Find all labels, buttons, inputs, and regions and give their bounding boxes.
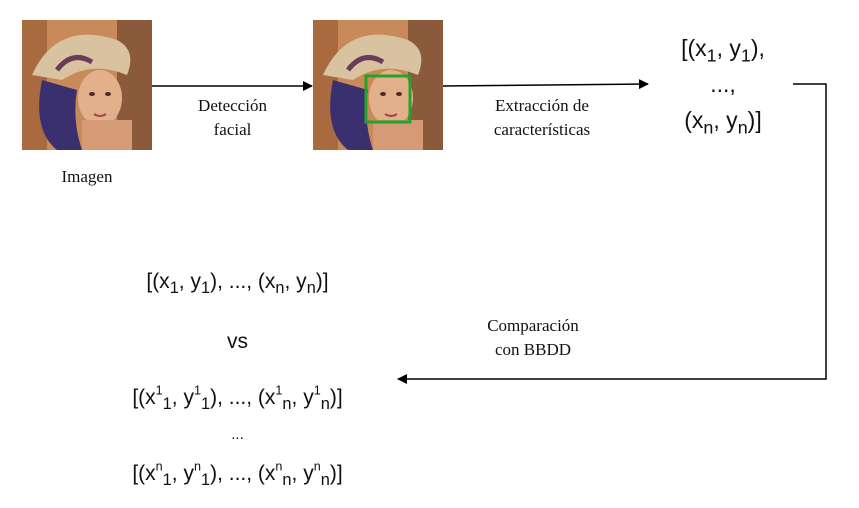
arrow-comparison [397,83,827,384]
db-ellipsis: ... [231,426,244,443]
comparison-label-line2: con BBDD [494,340,572,359]
features-ellipsis: ..., [710,71,736,97]
vs-label: vs [227,330,248,353]
input-image-label: Imagen [61,167,113,186]
db-vector-row-1: [(x11, y11), ..., (x1n, y1n)] [132,383,343,414]
extraction-step-label: Extracción de características [457,94,627,142]
features-first-point: [(x1, y1), [681,35,765,66]
detection-label-line2: facial [213,120,252,139]
detection-step-label: Detección facial [170,94,295,142]
detected-face-image [313,20,443,150]
comparison-step-label: Comparación con BBDD [458,314,608,362]
extraction-label-line1: Extracción de [495,96,589,115]
detection-label-line1: Detección [198,96,267,115]
features-vector: [(x1, y1), ..., (xn, yn)] [652,30,794,138]
features-last-point: (xn, yn)] [684,107,762,138]
arrow-extraction [441,79,649,90]
query-vector: [(x1, y1), ..., (xn, yn)] [146,270,329,298]
extraction-label-line2: características [493,120,591,139]
comparison-label-line1: Comparación [487,316,579,335]
db-vector-row-n: [(xn1, yn1), ..., (xnn, ynn)] [132,459,343,490]
face-bounding-box [364,74,412,124]
input-portrait-image [22,20,152,150]
